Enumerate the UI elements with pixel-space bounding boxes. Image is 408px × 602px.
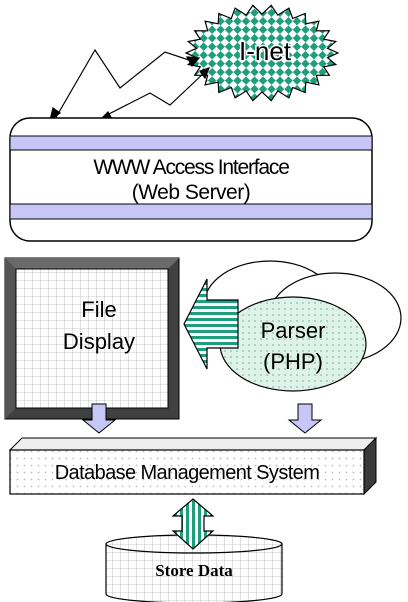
network-connector bbox=[49, 48, 211, 122]
connector-arrowhead-top-right bbox=[199, 67, 211, 80]
parser-front-ellipse bbox=[219, 296, 367, 392]
left-striped-arrow bbox=[183, 278, 239, 370]
file-display-grid bbox=[15, 268, 169, 409]
parser-to-display-arrow bbox=[183, 278, 239, 370]
dbms-front-face bbox=[9, 449, 365, 495]
dbms-label: Database Management System bbox=[55, 462, 320, 484]
cylinder-body bbox=[105, 543, 283, 602]
connector-line-right bbox=[102, 71, 206, 118]
dbms-top-face bbox=[8, 437, 378, 451]
internet-cloud: I-net bbox=[184, 4, 340, 102]
store-data-label: Store Data bbox=[155, 561, 233, 580]
parser-line1: Parser bbox=[261, 318, 326, 343]
internet-cloud-shape bbox=[184, 4, 340, 102]
file-display-bevel-left bbox=[5, 258, 16, 419]
parser-line2: (PHP) bbox=[263, 349, 323, 374]
web-server-subtitle: (Web Server) bbox=[132, 181, 250, 204]
web-server-box: WWW Access Interface (Web Server) bbox=[9, 117, 373, 242]
display-down-arrow bbox=[81, 403, 117, 434]
down-arrows bbox=[81, 403, 323, 434]
parser-down-arrow bbox=[287, 403, 323, 434]
internet-label: I-net bbox=[239, 36, 292, 66]
connector-line-left bbox=[54, 48, 196, 120]
dbms-box: Database Management System bbox=[8, 436, 378, 496]
file-display-bevel-top bbox=[5, 258, 179, 269]
connector-arrowhead-top bbox=[185, 56, 201, 68]
file-display-box: File Display bbox=[4, 257, 180, 420]
vertical-double-arrow bbox=[171, 498, 215, 550]
file-display-line1: File bbox=[81, 297, 116, 322]
web-server-top-band bbox=[9, 135, 373, 151]
web-server-title: WWW Access Interface bbox=[93, 156, 289, 179]
connector-arrowhead-bottom bbox=[49, 106, 62, 122]
web-server-bottom-band bbox=[9, 203, 373, 220]
dbms-store-double-arrow bbox=[171, 498, 215, 550]
parser-group: Parser (PHP) bbox=[203, 260, 402, 392]
file-display-line2: Display bbox=[63, 329, 135, 354]
